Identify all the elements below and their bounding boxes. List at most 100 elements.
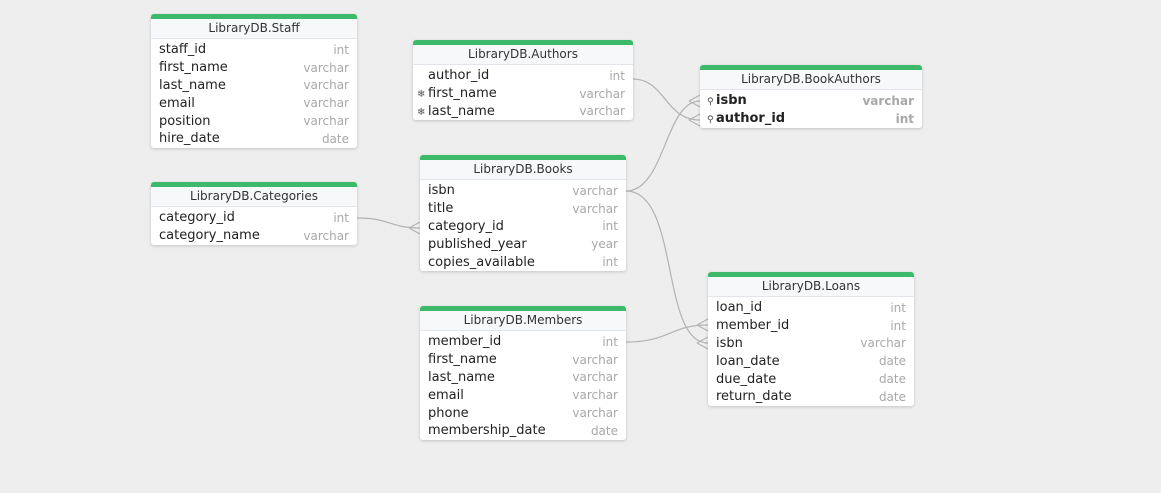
column-name: last_name — [159, 77, 226, 93]
column-type: int — [609, 68, 625, 83]
column-name: phone — [428, 405, 469, 421]
column-name: published_year — [428, 236, 527, 252]
table-header-categories[interactable]: LibraryDB.Categories — [151, 182, 357, 207]
column-name: loan_id — [716, 300, 763, 316]
table-header-members[interactable]: LibraryDB.Members — [420, 306, 626, 331]
column-type: varchar — [572, 352, 618, 367]
column-type: int — [333, 42, 349, 57]
table-row[interactable]: ❄first_name varchar — [413, 85, 633, 103]
column-name: staff_id — [159, 42, 207, 58]
table-row[interactable]: phone varchar — [420, 404, 626, 422]
column-name: member_id — [716, 318, 790, 334]
snowflake-icon: ❄ — [417, 106, 426, 118]
column-name: member_id — [428, 334, 502, 350]
column-type: varchar — [572, 406, 618, 421]
column-type: date — [878, 389, 906, 404]
column-type: year — [591, 237, 618, 252]
column-type: int — [890, 318, 906, 333]
table-header-books[interactable]: LibraryDB.Books — [420, 155, 626, 180]
crowfoot-bookauthors-isbn — [688, 94, 701, 108]
column-name: due_date — [716, 371, 777, 387]
column-name: isbn — [716, 335, 743, 351]
column-name: last_name — [428, 103, 495, 119]
column-type: varchar — [303, 228, 349, 243]
connector-books-bookauthors — [625, 100, 701, 192]
table-row[interactable]: return_date date — [708, 388, 914, 406]
table-row[interactable]: category_name varchar — [151, 227, 357, 245]
column-type: varchar — [572, 388, 618, 403]
snowflake-icon: ❄ — [417, 89, 426, 101]
column-name: loan_date — [716, 353, 780, 369]
table-row[interactable]: email varchar — [151, 94, 357, 112]
key-icon: ⚲ — [707, 97, 714, 108]
column-name: first_name — [159, 60, 228, 76]
column-name-wrap: ⚲author_id — [707, 111, 785, 126]
table-row[interactable]: staff_id int — [151, 41, 357, 59]
column-name: author_id — [716, 111, 786, 127]
table-row[interactable]: ❄last_name varchar — [413, 103, 633, 121]
column-name: email — [159, 95, 195, 111]
connector-categories-books — [356, 217, 421, 229]
table-members[interactable]: LibraryDB.Members member_id int first_nam… — [420, 306, 626, 440]
column-type: date — [590, 423, 618, 438]
column-type: varchar — [303, 114, 349, 129]
column-type: int — [602, 219, 618, 234]
table-row[interactable]: member_id int — [708, 317, 914, 335]
column-type: date — [321, 131, 349, 146]
connector-authors-bookauthors — [632, 78, 701, 121]
column-name: author_id — [428, 68, 490, 84]
column-name: isbn — [428, 183, 455, 199]
column-type: varchar — [579, 104, 625, 119]
column-type: int — [602, 255, 618, 270]
table-authors[interactable]: LibraryDB.Authors author_id int ❄first_na… — [413, 40, 633, 121]
column-name-wrap: author_id — [417, 68, 489, 83]
column-type: varchar — [579, 86, 625, 101]
table-row[interactable]: position varchar — [151, 112, 357, 130]
crowfoot-bookauthors-author — [688, 113, 701, 127]
table-row[interactable]: author_id int — [413, 67, 633, 85]
column-type: varchar — [303, 60, 349, 75]
table-header-staff[interactable]: LibraryDB.Staff — [151, 14, 357, 39]
column-name: category_name — [159, 228, 260, 244]
key-icon: ⚲ — [707, 115, 714, 126]
column-name: return_date — [716, 389, 792, 405]
table-header-authors[interactable]: LibraryDB.Authors — [413, 40, 633, 65]
table-row[interactable]: published_year year — [420, 235, 626, 253]
column-name: position — [159, 113, 211, 129]
column-type: varchar — [303, 96, 349, 111]
table-row[interactable]: first_name varchar — [151, 59, 357, 77]
column-name-wrap: ❄last_name — [417, 104, 495, 119]
table-header-loans[interactable]: LibraryDB.Loans — [708, 272, 914, 297]
table-row[interactable]: member_id int — [420, 333, 626, 351]
table-header-bookauthors[interactable]: LibraryDB.BookAuthors — [700, 65, 922, 90]
crowfoot-loans-member — [696, 318, 709, 332]
column-type: int — [602, 334, 618, 349]
crowfoot-books-category — [408, 221, 421, 235]
column-name: first_name — [428, 86, 497, 102]
